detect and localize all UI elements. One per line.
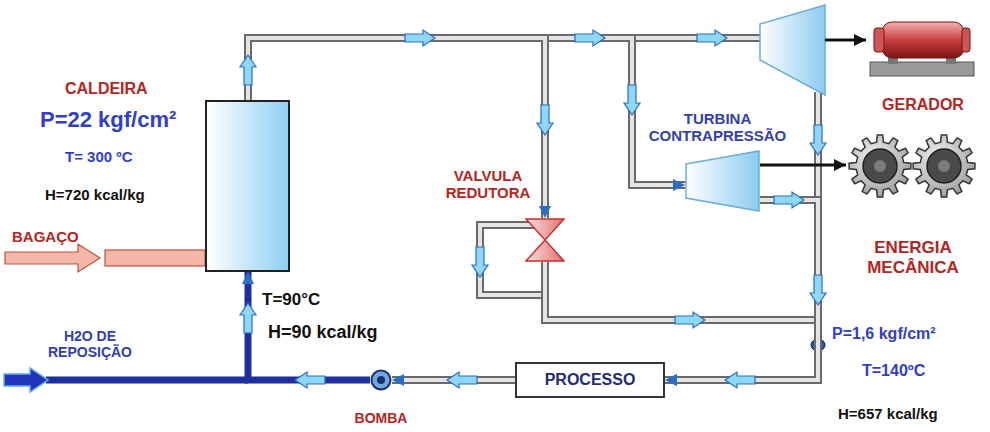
generator-body: [882, 22, 964, 58]
process-box: PROCESSO: [515, 362, 665, 398]
connector-head: [248, 38, 685, 185]
water-pipe: [46, 377, 248, 384]
flow-arrow: [624, 85, 640, 115]
flow-arrow: [774, 192, 804, 208]
pipe-core: [248, 38, 685, 185]
gear-hub: [863, 149, 897, 183]
enthalpy-label: H=657 kcal/kg: [838, 405, 938, 422]
flow-arrow: [295, 372, 325, 388]
figure-part: [868, 16, 976, 80]
fuel-arrow: [5, 244, 100, 272]
boiler-text: P=22 kgf/cm²: [40, 107, 176, 132]
reducing-valve: VALVULA REDUTORA: [440, 165, 570, 265]
steam-pipe: [248, 38, 762, 100]
temperature-label: T=140ºC: [862, 362, 925, 380]
flow-arrow: [810, 125, 826, 155]
pipe-core: [248, 38, 545, 218]
back-pressure-turbine-shape: [685, 150, 760, 212]
gear-axle: [938, 160, 950, 172]
boiler-text: CALDEIRA: [65, 80, 148, 98]
flow-arrow: [240, 303, 256, 333]
flow-arrow: [537, 105, 553, 135]
pipe-connector: [665, 200, 818, 380]
flow-arrow: [240, 55, 256, 85]
valve-symbol: [526, 240, 564, 261]
reducing-valve-text: VALVULA REDUTORA: [440, 167, 536, 202]
generator-cap: [962, 28, 970, 52]
pump: BOMBA: [350, 366, 412, 430]
flow-arrow: [725, 372, 755, 388]
figure-part: [685, 150, 760, 212]
pump-symbol: [372, 371, 391, 390]
flow-arrow: [810, 275, 826, 305]
gear-symbol: [849, 135, 911, 197]
generator: GERADOR: [862, 12, 984, 122]
valve-symbol: [526, 219, 564, 240]
temperature-label: T=90°C: [262, 290, 320, 310]
turbine-symbol: [686, 151, 759, 211]
pump-text: BOMBA: [350, 410, 412, 426]
figure-part: [370, 369, 392, 391]
flow-arrow: [575, 30, 605, 46]
pipe-outline: [248, 38, 545, 218]
figure-part: [846, 132, 978, 200]
generator-cap: [874, 28, 884, 52]
flow-arrow: [675, 312, 705, 328]
flow-arrow: [447, 372, 477, 388]
connector-head: [248, 38, 545, 218]
pressure-label: P=1,6 kgf/cm²: [832, 325, 936, 343]
shaft-connector: [760, 165, 846, 166]
pump-rotor: [377, 376, 385, 384]
mechanical-drive-shape: [846, 132, 978, 200]
shaft-line: [760, 164, 846, 167]
generator-base: [870, 62, 974, 76]
mechanical-drive-text: ENERGIA MECÂNICA: [838, 238, 988, 277]
pipe-outline: [665, 200, 818, 380]
gear-hub: [927, 149, 961, 183]
back-pressure-turbine: TURBINA CONTRAPRESSÃO: [640, 110, 795, 215]
generator-shape: [868, 16, 976, 80]
water-label: H2O DE REPOSIÇÃO: [30, 328, 150, 360]
flow-arrow: [472, 247, 488, 277]
boiler-text: H=720 kcal/kg: [45, 186, 145, 203]
connector-head: [665, 200, 818, 380]
process-box-text: PROCESSO: [545, 371, 636, 389]
figure-part: [525, 218, 565, 262]
enthalpy-label: H=90 kcal/kg: [268, 322, 378, 343]
connector-head: [760, 165, 846, 166]
mechanical-drive: ENERGIA MECÂNICA: [838, 128, 988, 288]
shaft-line: [825, 39, 866, 42]
boiler-shape: [205, 100, 290, 272]
flow-arrow: [405, 30, 435, 46]
gear-symbol: [913, 135, 975, 197]
pipe-connector: [248, 38, 685, 185]
gear-axle: [874, 160, 886, 172]
pump-shape: [370, 369, 392, 391]
generator-text: GERADOR: [862, 96, 984, 114]
water-inlet-arrow: [4, 368, 48, 392]
flow-arrow: [697, 30, 727, 46]
fuel-label: BAGAÇO: [12, 228, 79, 245]
pipe-core: [665, 200, 818, 380]
back-pressure-turbine-text: TURBINA CONTRAPRESSÃO: [640, 110, 795, 145]
turbine-symbol: [760, 5, 825, 95]
fuel-feeder: [105, 250, 205, 266]
reducing-valve-shape: [525, 218, 565, 262]
boiler-text: T= 300 ºC: [65, 148, 133, 165]
pipe-connector: [248, 38, 545, 218]
steam-pipe: [248, 38, 762, 100]
pipe-outline: [248, 38, 685, 185]
